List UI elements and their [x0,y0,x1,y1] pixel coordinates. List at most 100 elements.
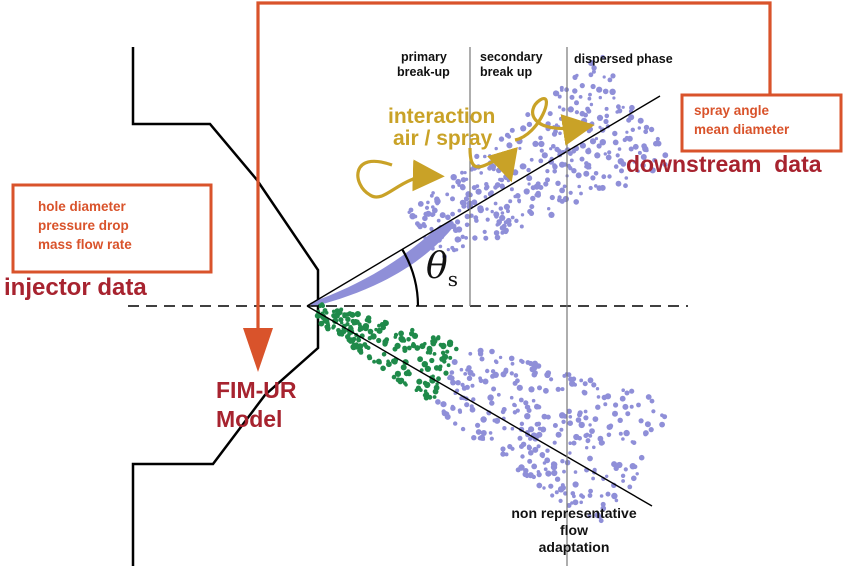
spray-droplet [529,204,535,210]
spray-droplet [620,473,626,478]
spray-droplet [460,382,465,387]
spray-droplet [623,467,628,472]
spray-droplet [577,412,582,418]
spray-droplet [590,175,596,181]
spray-droplet [407,210,411,214]
spray-droplet [641,155,647,160]
spray-droplet [435,399,441,405]
spray-droplet [538,158,544,164]
spray-droplet [619,168,624,174]
spray-droplet [510,361,515,366]
spray-droplet [530,185,536,191]
spray-droplet [517,435,523,441]
note-line-3: adaptation [538,539,610,555]
spray-droplet [601,174,607,180]
spray-droplet [625,130,629,134]
spray-droplet [531,398,536,403]
spray-droplet [447,375,452,381]
spray-droplet [370,333,377,340]
spray-droplet [598,518,604,524]
spray-droplet [648,126,655,133]
spray-droplet [459,199,466,206]
spray-droplet [449,370,455,375]
spray-droplet [435,201,440,206]
spray-droplet [446,363,451,368]
spray-droplet [455,178,462,185]
spray-droplet [419,343,426,350]
spray-droplet [540,426,547,433]
spray-droplet [604,393,612,400]
spray-droplet [529,157,534,162]
spray-droplet [506,209,510,214]
spray-droplet [496,167,502,174]
spray-droplet [372,359,376,364]
spray-droplet [523,188,530,195]
spray-droplet [459,183,466,190]
spray-droplet [483,195,488,199]
injector-box-text: hole diameter pressure drop mass flow ra… [38,197,132,254]
spray-droplet [460,170,464,175]
spray-droplet [643,430,649,436]
spray-droplet [575,417,582,423]
spray-droplet [592,416,599,422]
spray-data-box [680,93,843,153]
spray-droplet [568,376,574,382]
spray-droplet [532,360,538,367]
spray-droplet [524,413,531,420]
spray-droplet [402,338,407,343]
spray-droplet [545,169,550,174]
spray-droplet [441,409,446,414]
spray-droplet [509,395,514,400]
spray-droplet [568,415,573,419]
spray-droplet [427,236,434,242]
spray-droplet [445,349,450,354]
spray-droplet [629,404,634,409]
spray-droplet [583,433,589,439]
lower-spray-cloud [314,302,668,524]
spray-droplet [588,423,592,427]
spray-droplet [532,140,539,147]
spray-droplet [542,461,547,465]
spray-droplet [558,131,562,136]
spray-droplet [589,428,595,434]
spray-droplet [489,348,495,355]
spray-droplet [386,361,392,368]
spray-droplet [593,171,599,176]
spray-droplet [414,345,421,351]
spray-droplet [598,125,602,129]
spray-droplet [435,335,441,341]
spray-droplet [591,382,597,388]
spray-droplet [596,143,602,149]
spray-droplet [519,224,524,229]
spray-droplet [463,372,468,376]
spray-droplet [587,165,592,170]
spray-droplet [464,177,469,181]
interaction-line-2: air / spray [393,127,493,150]
spray-droplet [460,426,466,432]
primary-breakup-label: primary break-up [397,50,450,80]
spray-droplet [424,365,431,372]
spray-droplet [400,364,407,371]
spray-droplet [579,378,584,383]
spray-droplet [391,374,397,380]
spray-droplet [553,129,558,135]
spray-droplet [451,359,458,365]
spray-droplet [557,94,562,99]
spray-droplet [595,404,601,410]
injector-param-hole-diameter: hole diameter [38,199,126,214]
spray-droplet [482,378,489,385]
spray-droplet [599,184,606,191]
spray-droplet [429,357,435,364]
spray-droplet [611,492,618,500]
spray-droplet [502,426,507,431]
spray-droplet [535,190,541,197]
spray-droplet [543,181,549,187]
spray-droplet [557,197,562,203]
spray-droplet [599,494,604,498]
spray-droplet [566,408,572,414]
spray-droplet [597,514,602,519]
theta-subscript: s [447,267,458,292]
spray-droplet [455,380,461,386]
spray-droplet [475,429,482,435]
